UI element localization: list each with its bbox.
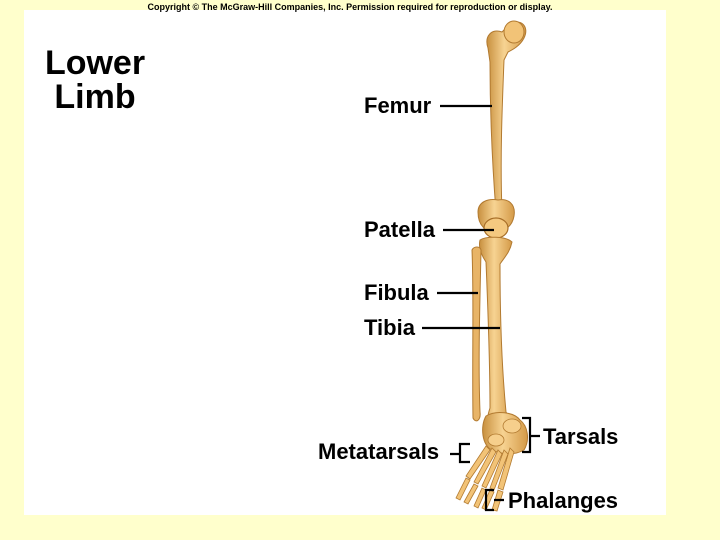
patella-label: Patella [364, 217, 435, 242]
fibula-label: Fibula [364, 280, 429, 305]
tarsals-bones [482, 412, 528, 455]
title-line-2: Limb [54, 78, 136, 116]
phalanges-bracket [484, 488, 504, 512]
metatarsals-label: Metatarsals [318, 439, 440, 464]
slide-panel [24, 10, 666, 515]
metatarsals-bones [465, 445, 515, 491]
leader-lines [422, 104, 540, 512]
metatarsals-bracket [450, 442, 470, 464]
slide-title: Lower Limb [40, 46, 150, 114]
copyright-notice: Copyright © The McGraw-Hill Companies, I… [147, 2, 553, 12]
patella-bone [483, 217, 509, 239]
femur-bone [477, 20, 527, 233]
fibula-bone [471, 246, 482, 422]
phalanges-label: Phalanges [508, 488, 619, 513]
tibia-bone [479, 236, 513, 429]
tarsals-bracket [522, 416, 540, 454]
title-line-1: Lower [44, 44, 146, 82]
femur-label: Femur [364, 93, 432, 118]
tibia-label: Tibia [364, 315, 415, 340]
tarsals-label: Tarsals [543, 424, 619, 449]
